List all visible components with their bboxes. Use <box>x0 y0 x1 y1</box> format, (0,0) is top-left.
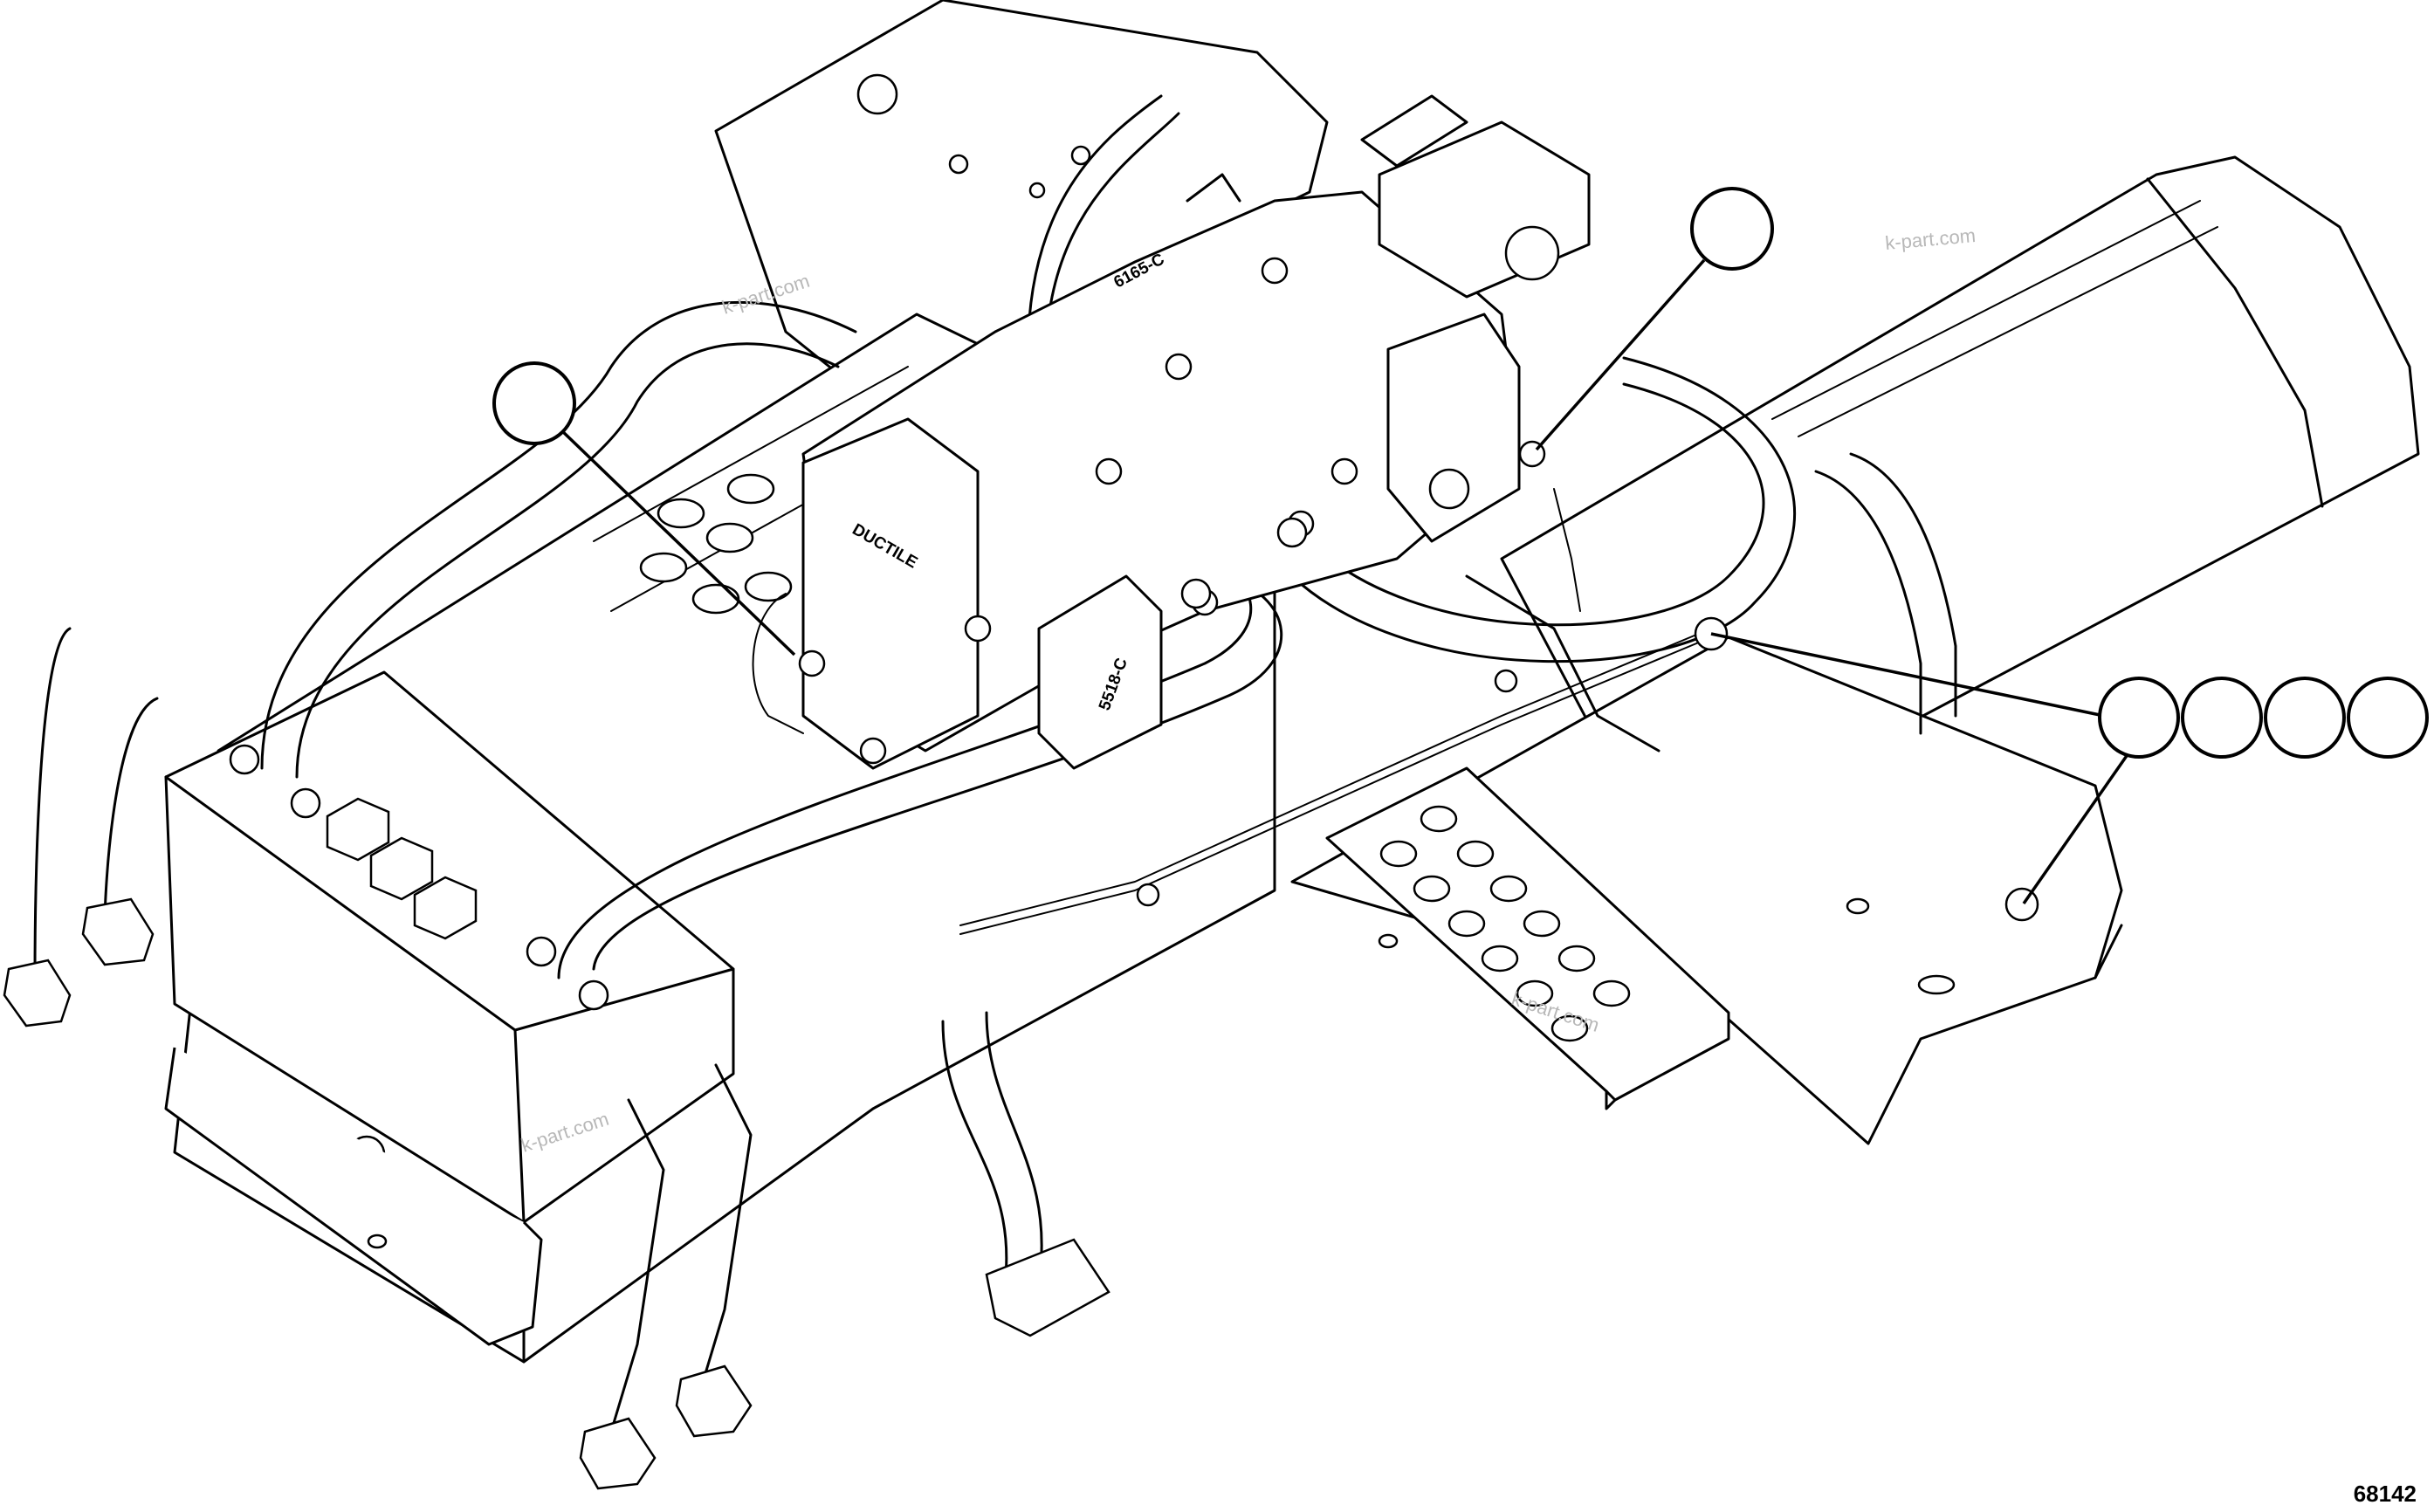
leader-clip-lower <box>2022 749 2132 905</box>
callout-clip-3 <box>2264 677 2346 759</box>
step-holes <box>1379 805 1631 1042</box>
callout-left-pump-sensor <box>492 361 576 445</box>
callout-bubbles <box>492 187 2429 759</box>
leader-right <box>1535 258 1706 451</box>
leader-clip-upper <box>1710 632 2105 718</box>
callout-clip-1 <box>2098 677 2180 759</box>
flange-bolts <box>229 517 1308 1011</box>
figure-number: 68142 <box>2354 1481 2417 1507</box>
callout-right-pump-sensor <box>1690 187 1774 271</box>
right-side-plate <box>1290 636 2123 1145</box>
watermarks: k-part.com k-part.com k-part.com k-part.… <box>519 224 1977 1157</box>
callout-clip-group <box>2098 677 2429 759</box>
perforated-step <box>1325 766 1730 1110</box>
hydraulic-pump <box>801 94 1591 770</box>
callout-leaders <box>557 258 2132 905</box>
perforated-holes <box>639 473 793 615</box>
top-mount-plate <box>714 0 1329 403</box>
bottom-plate <box>164 1047 543 1346</box>
callout-clip-4 <box>2347 677 2429 759</box>
tube-fittings <box>3 627 1110 1490</box>
leader-left <box>557 426 796 656</box>
callout-clip-2 <box>2181 677 2263 759</box>
watermark-2: k-part.com <box>1884 224 1977 254</box>
